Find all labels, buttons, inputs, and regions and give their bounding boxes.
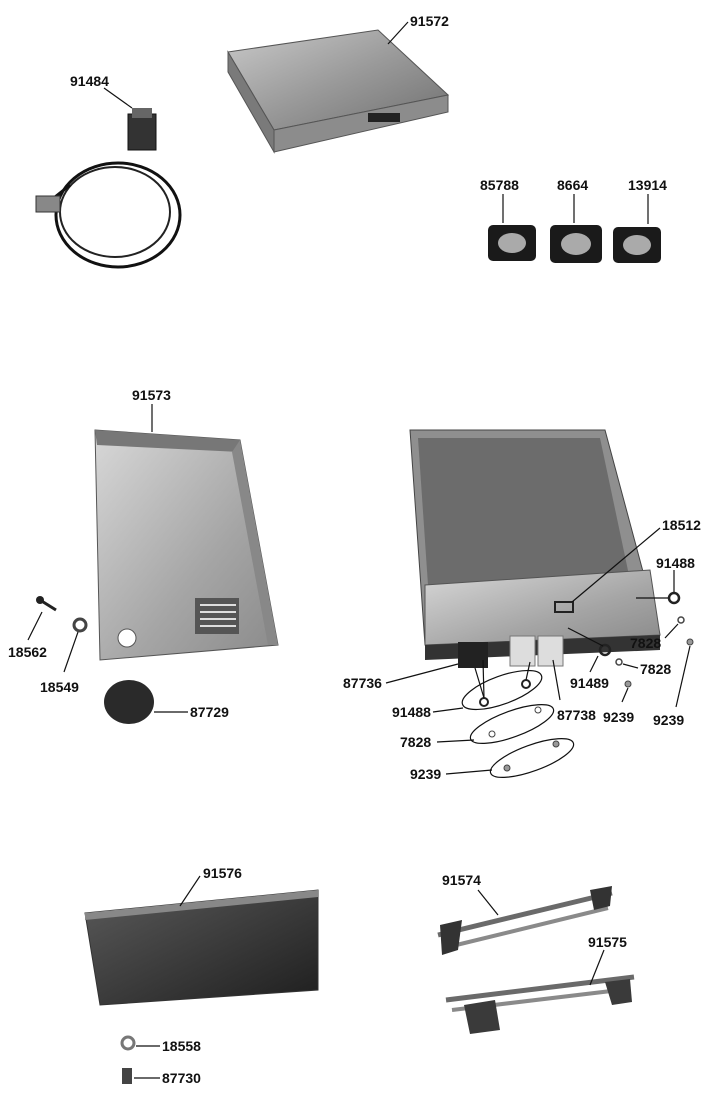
label-91575: 91575: [588, 934, 627, 950]
label-9239a: 9239: [653, 712, 684, 728]
label-9239c: 9239: [410, 766, 441, 782]
label-9239b: 9239: [603, 709, 634, 725]
label-91573: 91573: [132, 387, 171, 403]
clip-18558: 18558: [120, 1035, 201, 1054]
rail-91575: 91575: [445, 934, 635, 1034]
bushing-87730: 87730: [122, 1068, 201, 1086]
label-91576: 91576: [203, 865, 242, 881]
label-91574: 91574: [442, 872, 481, 888]
label-85788: 85788: [480, 177, 519, 193]
label-18512: 18512: [662, 517, 701, 533]
label-7828b: 7828: [640, 661, 671, 677]
lid-91572: 91572: [227, 13, 449, 154]
label-18562: 18562: [8, 644, 47, 660]
label-91484: 91484: [70, 73, 109, 89]
rail-91574: 91574: [437, 872, 613, 955]
insert-13914: 13914: [613, 177, 667, 263]
panel-91576: 91576: [84, 865, 319, 1006]
insert-85788: 85788: [480, 177, 536, 261]
label-91488b: 91488: [392, 704, 431, 720]
label-18558: 18558: [162, 1038, 201, 1054]
label-group-cabinet: 18512 91488 7828 9239 7828 91489 9239 87…: [343, 517, 701, 782]
insert-8664: 8664: [550, 177, 602, 263]
label-8664: 8664: [557, 177, 588, 193]
label-7828a: 7828: [630, 635, 661, 651]
label-7828c: 7828: [400, 734, 431, 750]
label-87730: 87730: [162, 1070, 201, 1086]
power-cord-91484: 91484: [35, 73, 182, 269]
label-87729: 87729: [190, 704, 229, 720]
label-87738: 87738: [557, 707, 596, 723]
knob-87729: 87729: [104, 680, 229, 724]
screw-18562: 18562: [8, 596, 57, 660]
label-91572: 91572: [410, 13, 449, 29]
label-87736: 87736: [343, 675, 382, 691]
cabinet-body: [409, 429, 661, 668]
label-91488a: 91488: [656, 555, 695, 571]
label-18549: 18549: [40, 679, 79, 695]
label-13914: 13914: [628, 177, 667, 193]
drip-pan-91573: 91573: [94, 387, 279, 661]
label-91489: 91489: [570, 675, 609, 691]
washer-18549: 18549: [40, 617, 88, 695]
